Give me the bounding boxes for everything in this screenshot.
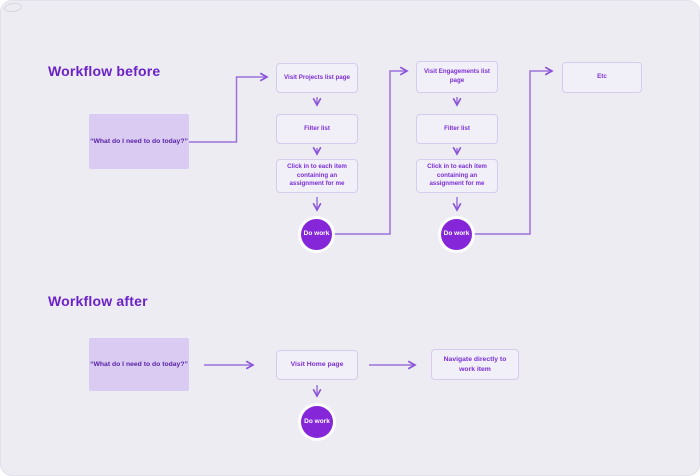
connector-circle2-to-etc: [473, 66, 554, 235]
after-start-box: “What do I need to do today?”: [89, 338, 189, 391]
after-navigate-box: Navigate directly to work item: [431, 349, 519, 380]
before-col2-step3-box: Click in to each item containing an assi…: [416, 159, 498, 193]
before-col1-step1-box: Visit Projects list page: [276, 63, 358, 93]
before-col2-step2-box: Filter list: [416, 114, 498, 144]
before-col1-step2-box: Filter list: [276, 114, 358, 144]
before-etc-box: Etc: [562, 62, 642, 93]
before-col2-step1-box: Visit Engagements list page: [416, 61, 498, 93]
before-col1-do-work-circle: Do work: [301, 219, 332, 250]
before-col2-do-work-circle: Do work: [441, 219, 472, 250]
before-start-box: “What do I need to do today?”: [89, 114, 189, 169]
connector-start-to-col1: [189, 72, 269, 143]
workflow-before-heading: Workflow before: [48, 63, 161, 79]
workflow-after-heading: Workflow after: [48, 293, 148, 309]
before-col1-step3-box: Click in to each item containing an assi…: [276, 159, 358, 193]
connector-circle1-to-col2: [333, 66, 409, 235]
after-do-work-circle: Do work: [301, 406, 333, 438]
after-visit-home-box: Visit Home page: [276, 350, 358, 380]
